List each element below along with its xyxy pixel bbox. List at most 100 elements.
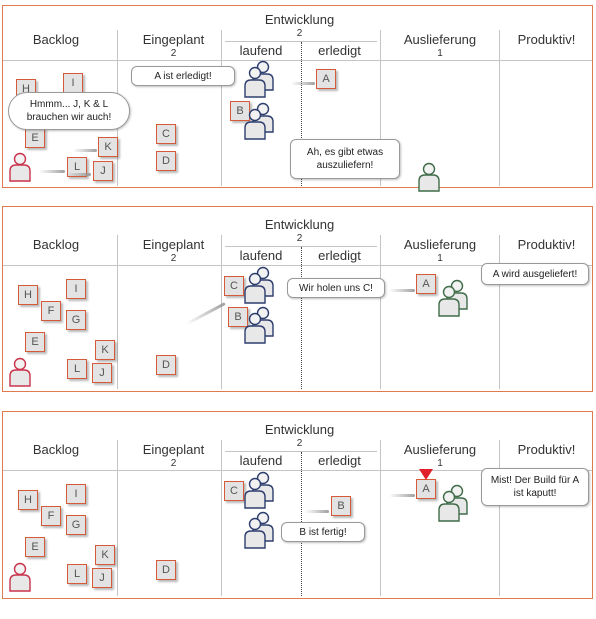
- task-card-i: I: [66, 279, 86, 299]
- task-card-a: A: [316, 69, 336, 89]
- column-header-in-progress: laufend: [239, 43, 283, 58]
- motion-trail: [65, 173, 91, 176]
- task-card-a: A: [416, 274, 436, 294]
- task-card-l: L: [67, 564, 87, 584]
- task-card-h: H: [18, 285, 38, 305]
- column-divider: [380, 235, 381, 389]
- motion-trail: [185, 302, 226, 326]
- developer-pair-icon: [243, 306, 277, 344]
- motion-trail: [305, 510, 329, 513]
- wip-limit-planned: 2: [170, 253, 177, 264]
- motion-trail: [39, 170, 65, 173]
- operations-pair-icon: [437, 279, 471, 317]
- column-header-delivery: Auslieferung: [403, 237, 477, 252]
- task-card-g: G: [66, 515, 86, 535]
- kanban-board-1: Backlog Eingeplant 2 Entwicklung 2 laufe…: [2, 5, 593, 188]
- motion-trail: [389, 289, 415, 292]
- motion-trail: [291, 82, 315, 85]
- column-divider: [221, 235, 222, 389]
- development-split-line: [301, 247, 302, 389]
- column-header-planned: Eingeplant: [142, 442, 205, 457]
- wip-limit-development: 2: [296, 233, 303, 244]
- motion-trail: [389, 494, 415, 497]
- column-divider: [117, 440, 118, 596]
- development-subheader-line: [225, 246, 377, 247]
- development-split-line: [301, 42, 302, 186]
- task-card-g: G: [66, 310, 86, 330]
- column-header-backlog: Backlog: [32, 442, 80, 457]
- speech-bubble-product-owner: Hmmm... J, K & L brauchen wir auch!: [8, 92, 130, 130]
- wip-limit-delivery: 1: [437, 48, 443, 59]
- column-divider: [221, 30, 222, 186]
- wip-limit-development: 2: [296, 28, 303, 39]
- column-header-productive: Produktiv!: [517, 442, 576, 457]
- product-owner-icon: [8, 562, 32, 592]
- product-owner-icon: [8, 152, 32, 182]
- task-card-j: J: [92, 363, 112, 383]
- task-card-e: E: [25, 128, 45, 148]
- task-card-c: C: [224, 276, 244, 296]
- header-separator: [3, 470, 592, 471]
- task-card-b: B: [230, 101, 250, 121]
- operations-pair-icon: [437, 484, 471, 522]
- task-card-b: B: [331, 496, 351, 516]
- task-card-e: E: [25, 537, 45, 557]
- kanban-board-2: Backlog Eingeplant 2 Entwicklung 2 laufe…: [2, 206, 593, 392]
- wip-limit-planned: 2: [170, 48, 177, 59]
- column-divider: [117, 235, 118, 389]
- column-header-backlog: Backlog: [32, 237, 80, 252]
- column-divider: [499, 440, 500, 596]
- speech-bubble-developers: A ist erledigt!: [131, 66, 235, 86]
- column-divider: [380, 30, 381, 186]
- header-separator: [3, 265, 592, 266]
- operations-person-icon: [417, 162, 441, 192]
- column-header-productive: Produktiv!: [517, 237, 576, 252]
- wip-limit-delivery: 1: [437, 458, 443, 469]
- column-divider: [499, 30, 500, 186]
- column-header-done: erledigt: [318, 43, 361, 58]
- alert-marker-icon: [419, 469, 433, 480]
- task-card-a: A: [416, 479, 436, 499]
- wip-limit-planned: 2: [170, 458, 177, 469]
- column-header-development: Entwicklung: [264, 217, 335, 232]
- task-card-d: D: [156, 560, 176, 580]
- task-card-i: I: [66, 484, 86, 504]
- task-card-f: F: [41, 301, 61, 321]
- development-subheader-line: [225, 451, 377, 452]
- column-header-planned: Eingeplant: [142, 32, 205, 47]
- task-card-k: K: [98, 137, 118, 157]
- wip-limit-delivery: 1: [437, 253, 443, 264]
- speech-bubble-developers: Wir holen uns C!: [287, 278, 385, 298]
- task-card-f: F: [41, 506, 61, 526]
- developer-pair-icon: [243, 471, 277, 509]
- task-card-j: J: [92, 568, 112, 588]
- task-card-d: D: [156, 151, 176, 171]
- developer-pair-icon: [243, 266, 277, 304]
- wip-limit-development: 2: [296, 438, 303, 449]
- product-owner-icon: [8, 357, 32, 387]
- column-header-development: Entwicklung: [264, 422, 335, 437]
- column-header-delivery: Auslieferung: [403, 32, 477, 47]
- task-card-d: D: [156, 355, 176, 375]
- column-header-planned: Eingeplant: [142, 237, 205, 252]
- task-card-l: L: [67, 157, 87, 177]
- task-card-c: C: [156, 124, 176, 144]
- kanban-board-3: Backlog Eingeplant 2 Entwicklung 2 laufe…: [2, 411, 593, 599]
- developer-pair-icon: [243, 60, 277, 98]
- task-card-b: B: [228, 307, 248, 327]
- task-card-k: K: [95, 340, 115, 360]
- developer-pair-icon: [243, 511, 277, 549]
- column-header-delivery: Auslieferung: [403, 442, 477, 457]
- header-separator: [3, 60, 592, 61]
- task-card-e: E: [25, 332, 45, 352]
- task-card-j: J: [93, 161, 113, 181]
- task-card-i: I: [63, 73, 83, 93]
- column-header-productive: Produktiv!: [517, 32, 576, 47]
- column-divider: [380, 440, 381, 596]
- speech-bubble-operations: Mist! Der Build für A ist kaputt!: [481, 468, 589, 506]
- column-header-development: Entwicklung: [264, 12, 335, 27]
- column-divider: [221, 440, 222, 596]
- speech-bubble-operations: Ah, es gibt etwas auszuliefern!: [290, 139, 400, 179]
- development-subheader-line: [225, 41, 377, 42]
- task-card-k: K: [95, 545, 115, 565]
